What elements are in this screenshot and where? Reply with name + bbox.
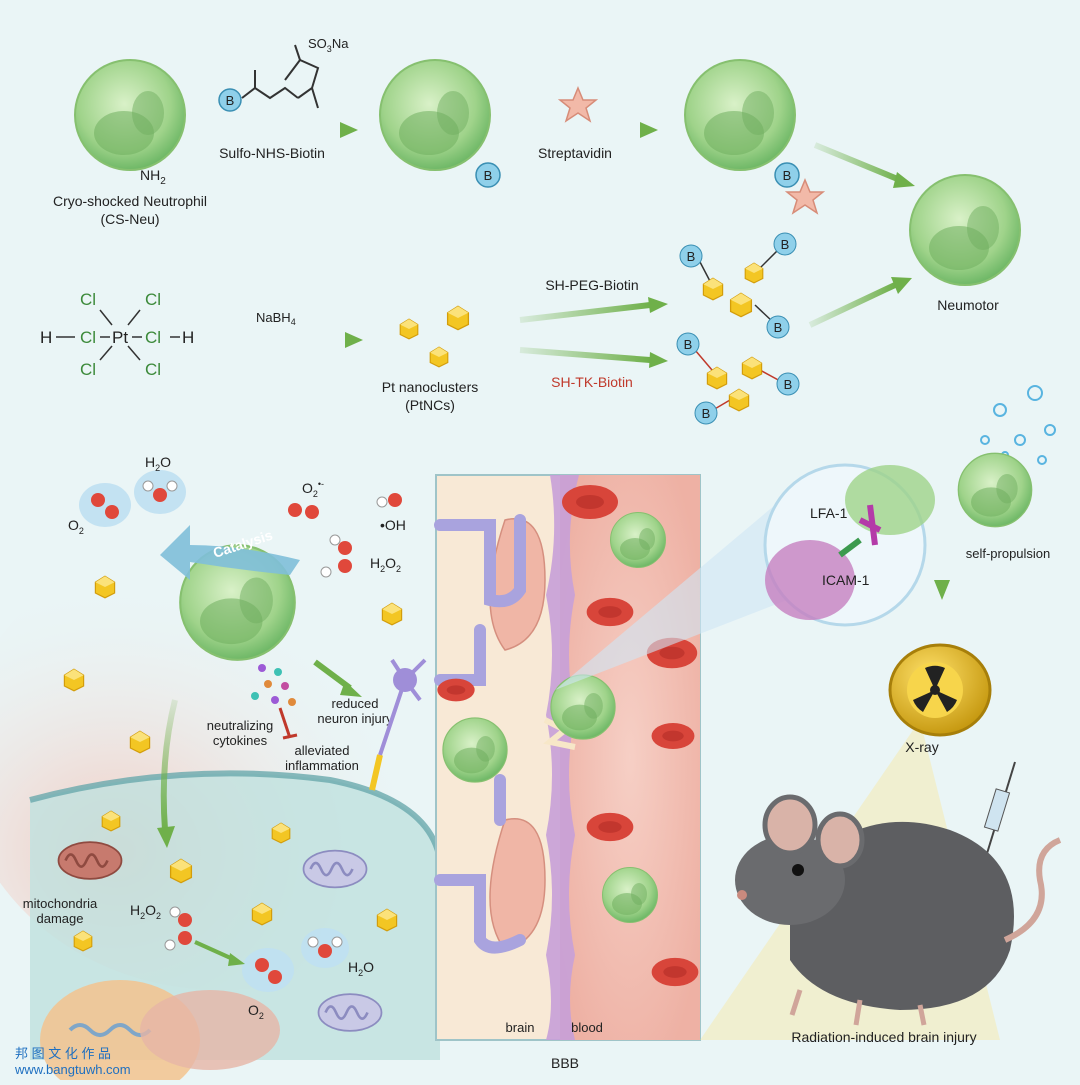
biotin-letter-2: B — [484, 168, 493, 183]
reagent2-label: Streptavidin — [538, 145, 612, 161]
svg-text:Pt: Pt — [112, 328, 128, 347]
h2o-top-label: H2O — [145, 454, 171, 473]
lfa-label: LFA-1 — [810, 505, 848, 521]
cell-h2o-label: H2O — [348, 959, 374, 978]
cytokines-line2: cytokines — [213, 733, 268, 748]
self-propelled-neumotor — [957, 452, 1033, 528]
neumotor-cell — [909, 174, 1021, 286]
svg-text:Cl: Cl — [80, 290, 96, 309]
streptavidin-star — [557, 86, 599, 123]
svg-text:Cl: Cl — [145, 290, 161, 309]
neuron-icon — [369, 658, 427, 791]
amine-label: NH2 — [140, 167, 166, 187]
arrow-to-neumotor-top — [813, 142, 902, 183]
svg-text:Cl: Cl — [145, 360, 161, 379]
streptavidin-neutrophil — [684, 59, 796, 171]
arrow-to-neumotor-bottom — [808, 282, 897, 328]
sulfo-nhs-biotin-structure — [218, 44, 320, 112]
biotin-letter-3: B — [783, 168, 792, 183]
hydroxyl-label: •OH — [380, 517, 406, 533]
svg-text:Cl: Cl — [145, 328, 161, 347]
arrow-peg — [519, 302, 651, 323]
reductant-label: NaBH4 — [256, 310, 296, 327]
neuron-line2: neuron injury — [317, 711, 393, 726]
linker1-label: SH-PEG-Biotin — [545, 277, 638, 293]
svg-text:Cl: Cl — [80, 360, 96, 379]
arrow-into-cell — [160, 699, 178, 831]
xray-label: X-ray — [905, 739, 938, 755]
mito-label-line1: mitochondria — [23, 896, 98, 911]
cytokines-line1: neutralizing — [207, 718, 274, 733]
h2o2-label: H2O2 — [370, 555, 401, 574]
bbb-caption: BBB — [551, 1055, 579, 1071]
neutrophil-label-line1: Cryo-shocked Neutrophil — [53, 193, 207, 209]
brain-label: brain — [506, 1020, 535, 1035]
mouse-caption: Radiation-induced brain injury — [791, 1029, 976, 1045]
cell-molecules — [164, 906, 349, 992]
biotin-letter-tk-3: B — [702, 406, 711, 421]
ptnc-label-line2: (PtNCs) — [405, 397, 455, 413]
cell-o2-label: O2 — [248, 1002, 264, 1021]
molecules-products — [79, 470, 186, 527]
arrow-cell-catalysis — [194, 940, 236, 962]
neutrophil-label-line2: (CS-Neu) — [100, 211, 159, 227]
cs-neutrophil — [74, 59, 186, 171]
svg-text:H: H — [40, 328, 52, 347]
superoxide-label: O2•- — [302, 479, 324, 499]
biotin-letter-peg-2: B — [781, 237, 790, 252]
dna-strand — [68, 1023, 152, 1037]
mouse-illustration — [735, 794, 1062, 1026]
bubbles — [980, 385, 1056, 465]
inhibit-icon — [278, 707, 298, 740]
golgi — [140, 990, 280, 1070]
svg-text:Cl: Cl — [80, 328, 96, 347]
bbb-panel — [434, 474, 701, 1041]
chloroplatinic-acid: Cl Cl Cl Cl Cl Cl H H Pt — [40, 290, 194, 379]
sulfo-group: SO3Na — [308, 36, 349, 54]
mito-label-line2: damage — [37, 911, 84, 926]
neumotor-label: Neumotor — [937, 297, 999, 313]
icam-label: ICAM-1 — [822, 572, 870, 588]
pt-nanoclusters — [399, 305, 470, 368]
biotin-letter-peg-3: B — [774, 320, 783, 335]
watermark-line2: www.bangtuwh.com — [14, 1062, 131, 1077]
blood-label: blood — [571, 1020, 603, 1035]
cytokine-dots — [251, 664, 296, 706]
o2-top-label: O2 — [68, 517, 84, 536]
watermark-line1: 邦 图 文 化 作 品 — [15, 1046, 111, 1061]
ptnc-label-line1: Pt nanoclusters — [382, 379, 479, 395]
catalysis-arrow — [160, 525, 300, 580]
lfa-icam-zoom — [763, 463, 935, 627]
propulsion-label: self-propulsion — [966, 546, 1051, 561]
biotin-letter-tk-2: B — [784, 377, 793, 392]
ros-molecules — [288, 493, 402, 578]
biotin-letter-tk-1: B — [684, 337, 693, 352]
biotinylated-neutrophil — [379, 59, 491, 171]
syringe-icon — [983, 761, 1016, 861]
neuron-line1: reduced — [332, 696, 379, 711]
reagent1-label: Sulfo-NHS-Biotin — [219, 145, 325, 161]
cell-h2o2-label: H2O2 — [130, 902, 161, 921]
linker2-label: SH-TK-Biotin — [551, 374, 633, 390]
inflammation-line1: alleviated — [295, 743, 350, 758]
biotin-letter-1: B — [226, 93, 235, 108]
cell-membrane — [29, 770, 443, 861]
biotin-letter-peg-1: B — [687, 249, 696, 264]
svg-text:H: H — [182, 328, 194, 347]
radiation-icon — [888, 643, 992, 737]
inflammation-line2: inflammation — [285, 758, 359, 773]
magnifier-beam — [555, 505, 800, 690]
peg-biotin-ptncs — [679, 232, 797, 339]
tk-biotin-ptncs — [676, 332, 800, 425]
arrow-tk — [519, 347, 651, 363]
